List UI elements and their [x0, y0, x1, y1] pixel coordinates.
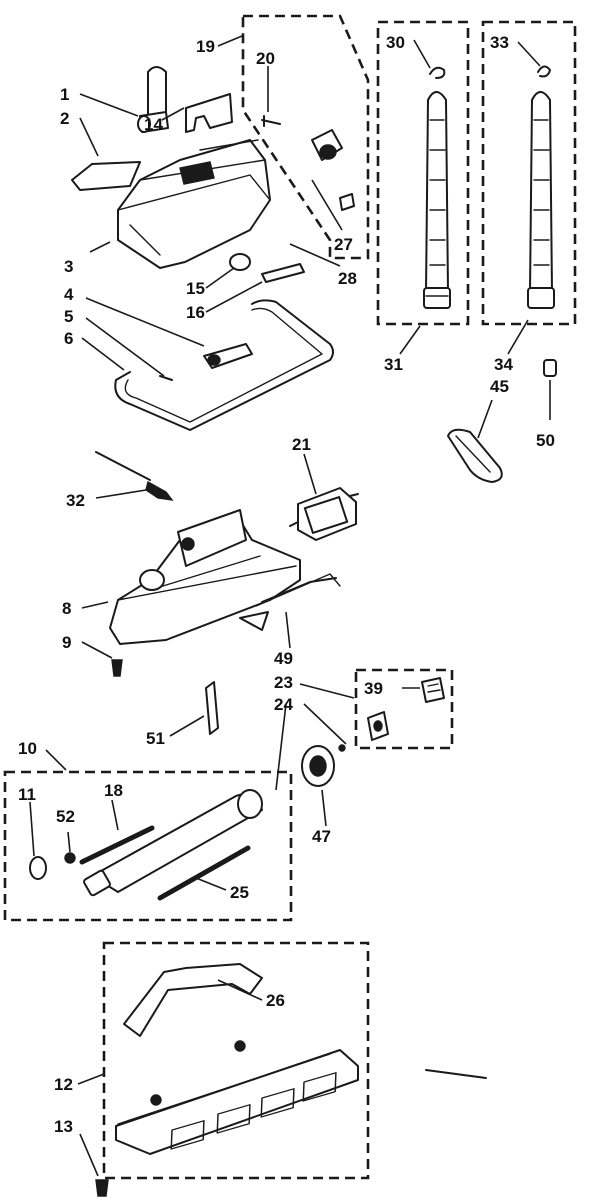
part-label-20: 20	[256, 49, 275, 68]
part-label-8: 8	[62, 599, 71, 618]
leader-lines	[29, 35, 551, 1177]
clip-part-33	[537, 65, 551, 78]
part-label-32: 32	[66, 491, 85, 510]
strip-part-25	[157, 845, 251, 901]
part-label-23: 23	[274, 673, 293, 692]
part-label-3: 3	[64, 257, 73, 276]
group-box-19	[241, 14, 370, 260]
clip-part-27	[339, 193, 355, 211]
bumper-frame-inner	[124, 307, 323, 423]
part-label-18: 18	[104, 781, 123, 800]
brush-head-part-32	[145, 480, 174, 501]
bumper-frame-part-6	[114, 299, 334, 431]
washer-part-52	[64, 852, 76, 864]
clip-part-30	[429, 66, 446, 79]
part-label-47: 47	[312, 827, 331, 846]
part-label-6: 6	[64, 329, 73, 348]
fitting-part-19a	[311, 129, 343, 161]
part-label-25: 25	[230, 883, 249, 902]
bushing-part-50	[543, 359, 557, 377]
motor-part-21	[289, 487, 359, 541]
part-label-16: 16	[186, 303, 205, 322]
screw-part-20	[261, 115, 281, 127]
belt-part-45	[447, 428, 503, 483]
part-label-33: 33	[490, 33, 509, 52]
part-label-1: 1	[60, 85, 69, 104]
part-label-39: 39	[364, 679, 383, 698]
strip-part-18	[79, 825, 155, 865]
bottom-plate-part-12	[115, 1040, 359, 1155]
part-label-10: 10	[18, 739, 37, 758]
part-label-34: 34	[494, 355, 513, 374]
part-label-4: 4	[64, 285, 74, 304]
part-label-9: 9	[62, 633, 71, 652]
group-box-10	[3, 770, 293, 922]
part-label-14: 14	[144, 115, 163, 134]
knob-part-39	[421, 677, 445, 703]
part-label-50: 50	[536, 431, 555, 450]
part-label-51: 51	[146, 729, 165, 748]
latch-part-4	[203, 343, 253, 369]
brush-roll-part-10	[83, 789, 263, 897]
part-label-30: 30	[386, 33, 405, 52]
spring-part-51	[205, 681, 219, 735]
part-label-27: 27	[334, 235, 353, 254]
part-label-28: 28	[338, 269, 357, 288]
part-label-11: 11	[18, 785, 36, 804]
belt-part-45-inner	[455, 435, 491, 473]
brush-wire-part-32	[95, 451, 151, 481]
bracket-part-26	[123, 963, 263, 1037]
knob-part-23	[367, 711, 389, 741]
screw-part-9	[111, 659, 123, 677]
part-label-5: 5	[64, 307, 73, 326]
hose-part-34	[527, 91, 555, 309]
pad-part-2	[71, 161, 141, 191]
hose-part-31	[423, 91, 451, 309]
part-label-19: 19	[196, 37, 215, 56]
pin-part-16	[261, 263, 305, 283]
wheel-part-47	[301, 744, 346, 787]
group-box-31	[376, 20, 470, 326]
part-label-49: 49	[274, 649, 293, 668]
screw-part-13	[95, 1179, 109, 1197]
main-housing-part-3	[117, 139, 271, 269]
part-label-26: 26	[266, 991, 285, 1010]
group-box-34	[481, 20, 577, 326]
roller-part-15	[229, 253, 251, 271]
part-label-2: 2	[60, 109, 69, 128]
part-label-24: 24	[274, 695, 293, 714]
lever-arm-49	[255, 573, 341, 607]
part-label-21: 21	[292, 435, 311, 454]
spring-part-5	[159, 375, 173, 381]
part-label-45: 45	[490, 377, 509, 396]
part-label-15: 15	[186, 279, 205, 298]
part-label-12: 12	[54, 1075, 73, 1094]
part-label-13: 13	[54, 1117, 73, 1136]
part-label-31: 31	[384, 355, 403, 374]
exhaust-tube-part-1	[137, 66, 169, 133]
stray-line	[425, 1069, 487, 1079]
end-cap-part-11	[29, 856, 47, 880]
group-box-12	[102, 941, 370, 1180]
bracket-part-14	[185, 93, 233, 133]
group-box-39	[354, 668, 454, 750]
part-label-52: 52	[56, 807, 75, 826]
chassis-part-8	[109, 509, 301, 645]
